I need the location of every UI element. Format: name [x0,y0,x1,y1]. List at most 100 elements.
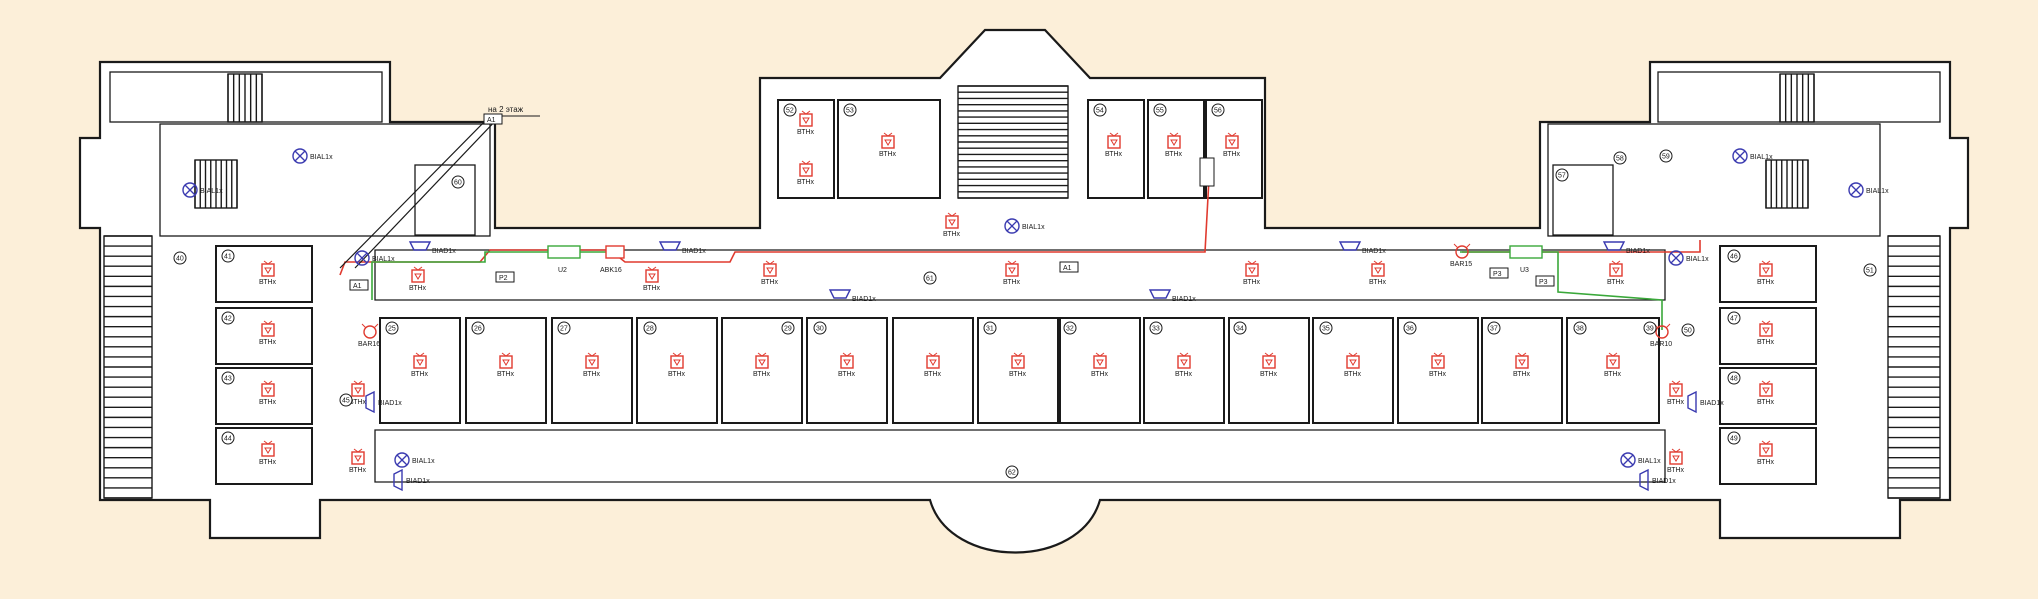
detector-label: ВТНх [259,459,277,466]
detector-tick [1179,352,1185,357]
room-number-label: 30 [816,326,824,333]
detector-tick [501,352,507,357]
box-a1-left [349,279,369,291]
detector-label: ВТНх [411,371,429,378]
alarm-bell-icon: BAR16 [358,323,380,348]
detector-tick [263,380,269,385]
building-walls [78,28,1970,554]
room-number-icon: 35 [1319,321,1333,335]
warning-lamp-icon: BIAL1x [1004,218,1045,234]
warning-lamp-icon: BIAL1x [292,148,333,164]
room [1566,317,1660,424]
room-number-icon: 53 [843,103,857,117]
heat-detector-icon: ВТНх [838,352,856,378]
detector-label: ВТНх [761,279,779,286]
detector-tick [357,448,363,453]
siren-horn-icon: BIAD1x [828,289,876,303]
room-number-icon: 27 [557,321,571,335]
detector-tick [357,380,363,385]
room-number-icon: 59 [1659,149,1673,163]
detector-tick [883,132,889,137]
room-number-ring [1063,321,1077,335]
lamp-cross [396,454,408,466]
siren-label: BIAD1x [852,296,876,303]
detector-tick [1227,132,1233,137]
room [636,317,718,424]
detector-tick [1611,260,1617,265]
room-number-label: 61 [926,276,934,283]
room-number-icon: 36 [1403,321,1417,335]
heat-detector-icon: ВТНх [643,266,661,292]
siren-horn-icon: BIAD1x [393,468,430,492]
detector-tick [413,266,419,271]
detector-tick [505,352,511,357]
stair-frame [1765,159,1809,209]
detector-glyph [648,273,656,280]
heat-detector-icon: ВТНх [349,448,367,474]
alarm-label: BAR10 [1650,341,1672,348]
room-number-label: 57 [1558,173,1566,180]
detector-tick [267,260,273,265]
alarm-bell-icon: BAR15 [1450,243,1472,268]
room [806,317,888,424]
detector-glyph [1672,455,1680,462]
detector-tick [1517,352,1523,357]
room [1397,317,1479,424]
room-number-label: 55 [1156,108,1164,115]
room-number-label: 47 [1730,316,1738,323]
detector-tick [353,448,359,453]
siren-body [365,390,375,414]
stair-frame [1779,73,1815,123]
room-number-label: 52 [786,108,794,115]
detector-label: ВТНх [1091,371,1109,378]
module-u2-label: U2 [558,267,567,274]
lamp-cross [184,184,196,196]
room-number-label: 50 [1684,328,1692,335]
heat-detector-icon: ВТНх [1429,352,1447,378]
lamp-label: BIAL1x [1686,256,1709,263]
siren-label: BIAD1x [682,248,706,255]
stair-left-inner [194,159,238,209]
left-small-room [414,164,476,236]
room-number-icon: 33 [1149,321,1163,335]
siren-horn-icon: BIAD1x [1338,241,1386,255]
detector-label: ВТНх [349,399,367,406]
room-number-icon: 48 [1727,371,1741,385]
room-number-icon: 56 [1211,103,1225,117]
detector-tick [801,110,807,115]
detector-tick [1264,352,1270,357]
room [1481,317,1563,424]
lamp-label: BIAL1x [1866,188,1889,195]
heat-detector-icon: ВТНх [797,160,815,186]
heat-detector-icon: ВТНх [1667,380,1685,406]
room-number-icon: 45 [339,393,353,407]
room-number-icon: 54 [1093,103,1107,117]
siren-body [1338,241,1362,251]
detector-glyph [1518,359,1526,366]
lamp-cross [1670,252,1682,264]
heat-detector-icon: ВТНх [797,110,815,136]
room-number-ring [1487,321,1501,335]
detector-tick [1521,352,1527,357]
detector-label: ВТНх [349,467,367,474]
heat-detector-icon: ВТНх [1667,448,1685,474]
room-number-ring [813,321,827,335]
siren-horn-icon: BIAD1x [408,241,456,255]
siren-label: BIAD1x [1172,296,1196,303]
lamp-cross [1006,220,1018,232]
left-upper-hall [159,123,491,237]
room-number-icon: 61 [923,271,937,285]
detector-glyph [1265,359,1273,366]
lamp-label: BIAL1x [1750,154,1773,161]
detector-glyph [1170,139,1178,146]
room-number-label: 34 [1236,326,1244,333]
lamp-cross [1850,184,1862,196]
warning-lamp-icon: BIAL1x [354,250,395,266]
alarm-label: BAR16 [358,341,380,348]
siren-horn-icon: BIAD1x [1148,289,1196,303]
room-number-ring [983,321,997,335]
alarm-ring [363,325,377,339]
room-number-ring [1555,168,1569,182]
lamp-ring [354,250,370,266]
